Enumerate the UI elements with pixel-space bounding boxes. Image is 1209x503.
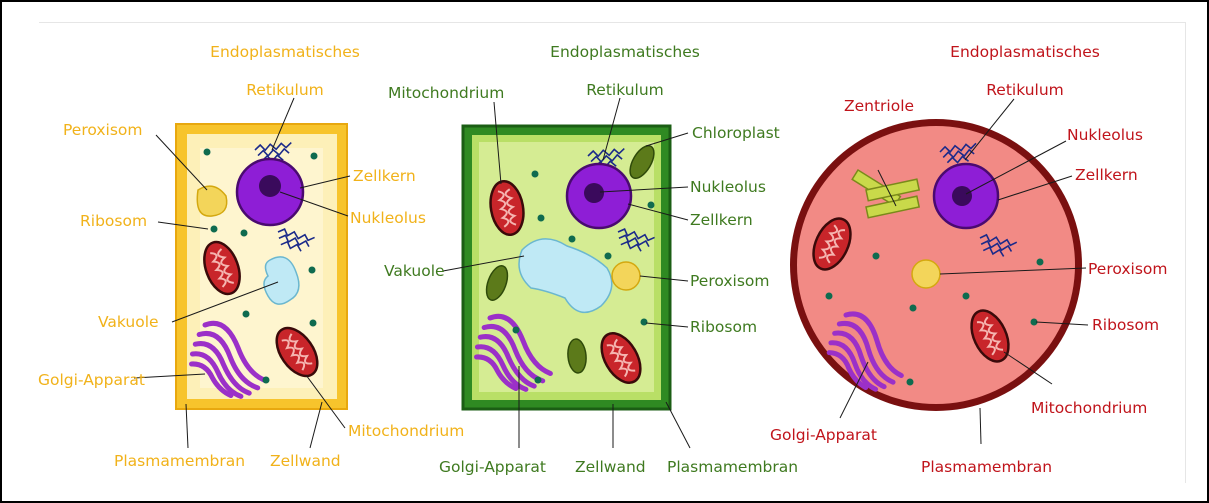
cell3-peroxisome xyxy=(912,260,940,288)
cell3-ribosom-label: Ribosom xyxy=(1092,316,1159,334)
cell3-zentriole-label: Zentriole xyxy=(844,97,914,115)
cell1-golgi-label: Golgi-Apparat xyxy=(38,371,145,389)
cell1-ribosom-label: Ribosom xyxy=(80,212,147,230)
cell3-peroxisom-label: Peroxisom xyxy=(1088,260,1168,278)
cell3-er-label-line2: Retikulum xyxy=(986,81,1064,99)
cell2-er-label-line1: Endoplasmatisches xyxy=(550,43,700,61)
cell3-plasmamembran-label: Plasmamembran xyxy=(921,458,1052,476)
cell1-nucleolus xyxy=(259,175,281,197)
cell1-plasmamembran-label: Plasmamembran xyxy=(114,452,245,470)
cell2-vakuole-label: Vakuole xyxy=(384,262,445,280)
cell1-er-label-line1: Endoplasmatisches xyxy=(210,43,360,61)
cell-2: Endoplasmatisches Retikulum Mitochondriu… xyxy=(384,43,798,476)
cell3-zellkern-label: Zellkern xyxy=(1075,166,1138,184)
cell1-nukleolus-label: Nukleolus xyxy=(350,209,426,227)
cell2-nukleolus-label: Nukleolus xyxy=(690,178,766,196)
cell2-plasmamembran-label: Plasmamembran xyxy=(667,458,798,476)
cell1-mitochondrium-label: Mitochondrium xyxy=(348,422,464,440)
cell2-zellwand-label: Zellwand xyxy=(575,458,646,476)
cell-3: Endoplasmatisches Retikulum Zentriole Nu… xyxy=(770,43,1168,476)
cell2-golgi-label: Golgi-Apparat xyxy=(439,458,546,476)
cell2-mitochondrium-label: Mitochondrium xyxy=(388,84,504,102)
cell2-chloroplast-label: Chloroplast xyxy=(692,124,780,142)
cell3-nucleolus xyxy=(952,186,972,206)
cell1-er-label-line2: Retikulum xyxy=(246,81,324,99)
cell1-zellkern-label: Zellkern xyxy=(353,167,416,185)
cell1-zellwand-label: Zellwand xyxy=(270,452,341,470)
cell3-mitochondrium-label: Mitochondrium xyxy=(1031,399,1147,417)
cell3-er-label-line1: Endoplasmatisches xyxy=(950,43,1100,61)
cell2-peroxisome xyxy=(612,262,640,290)
cell2-er-label-line2: Retikulum xyxy=(586,81,664,99)
cell3-nukleolus-label: Nukleolus xyxy=(1067,126,1143,144)
cell2-ribosom-label: Ribosom xyxy=(690,318,757,336)
cell2-peroxisom-label: Peroxisom xyxy=(690,272,770,290)
cell-1: Endoplasmatisches Retikulum Peroxisom Ze… xyxy=(38,43,464,470)
cell2-zellkern-label: Zellkern xyxy=(690,211,753,229)
cell2-nucleolus xyxy=(584,183,604,203)
cell3-golgi-label: Golgi-Apparat xyxy=(770,426,877,444)
cell1-vakuole-label: Vakuole xyxy=(98,313,159,331)
cell1-peroxisom-label: Peroxisom xyxy=(63,121,143,139)
